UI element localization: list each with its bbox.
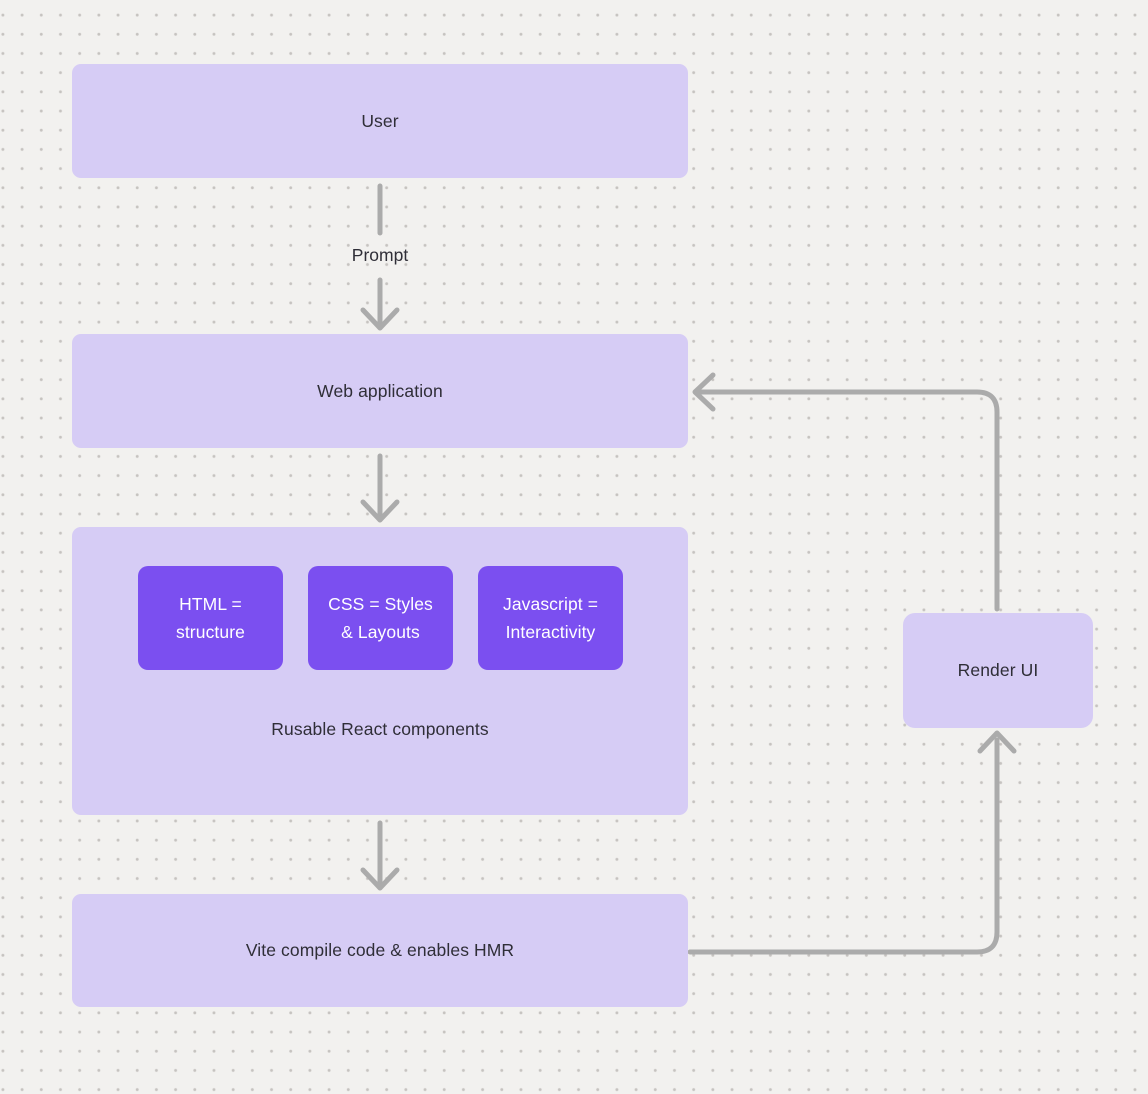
chip-css-line1: CSS = Styles bbox=[328, 594, 433, 614]
chip-css-line2: & Layouts bbox=[341, 622, 420, 642]
chip-html-line1: HTML = bbox=[179, 594, 242, 614]
connector-vite-renderui-line[interactable] bbox=[687, 737, 1000, 955]
node-user-label: User bbox=[361, 110, 399, 131]
node-web-application-label: Web application bbox=[317, 380, 443, 401]
chip-html-line2: structure bbox=[176, 622, 245, 642]
node-user[interactable]: User bbox=[72, 64, 688, 178]
arrowhead-down-icon bbox=[360, 867, 400, 891]
components-chip-row: HTML = structure CSS = Styles & Layouts … bbox=[138, 566, 623, 670]
arrowhead-down-icon bbox=[360, 499, 400, 523]
chip-javascript[interactable]: Javascript = Interactivity bbox=[478, 566, 623, 670]
connector-renderui-webapp-line[interactable] bbox=[698, 389, 1000, 612]
node-vite-label: Vite compile code & enables HMR bbox=[245, 940, 515, 960]
arrowhead-down-icon bbox=[360, 307, 400, 331]
node-vite[interactable]: Vite compile code & enables HMR bbox=[72, 894, 688, 1007]
node-render-ui-label: Render UI bbox=[957, 660, 1039, 680]
components-caption: Rusable React components bbox=[271, 719, 489, 739]
arrowhead-left-icon bbox=[692, 372, 716, 412]
node-web-application[interactable]: Web application bbox=[72, 334, 688, 448]
chip-css[interactable]: CSS = Styles & Layouts bbox=[308, 566, 453, 670]
arrowhead-up-icon bbox=[977, 730, 1017, 754]
node-render-ui[interactable]: Render UI bbox=[903, 613, 1093, 728]
edge-label-prompt[interactable]: Prompt bbox=[351, 245, 409, 265]
chip-javascript-line2: Interactivity bbox=[505, 622, 596, 642]
chip-html[interactable]: HTML = structure bbox=[138, 566, 283, 670]
chip-javascript-line1: Javascript = bbox=[502, 594, 599, 614]
node-components-group[interactable]: HTML = structure CSS = Styles & Layouts … bbox=[72, 527, 688, 815]
